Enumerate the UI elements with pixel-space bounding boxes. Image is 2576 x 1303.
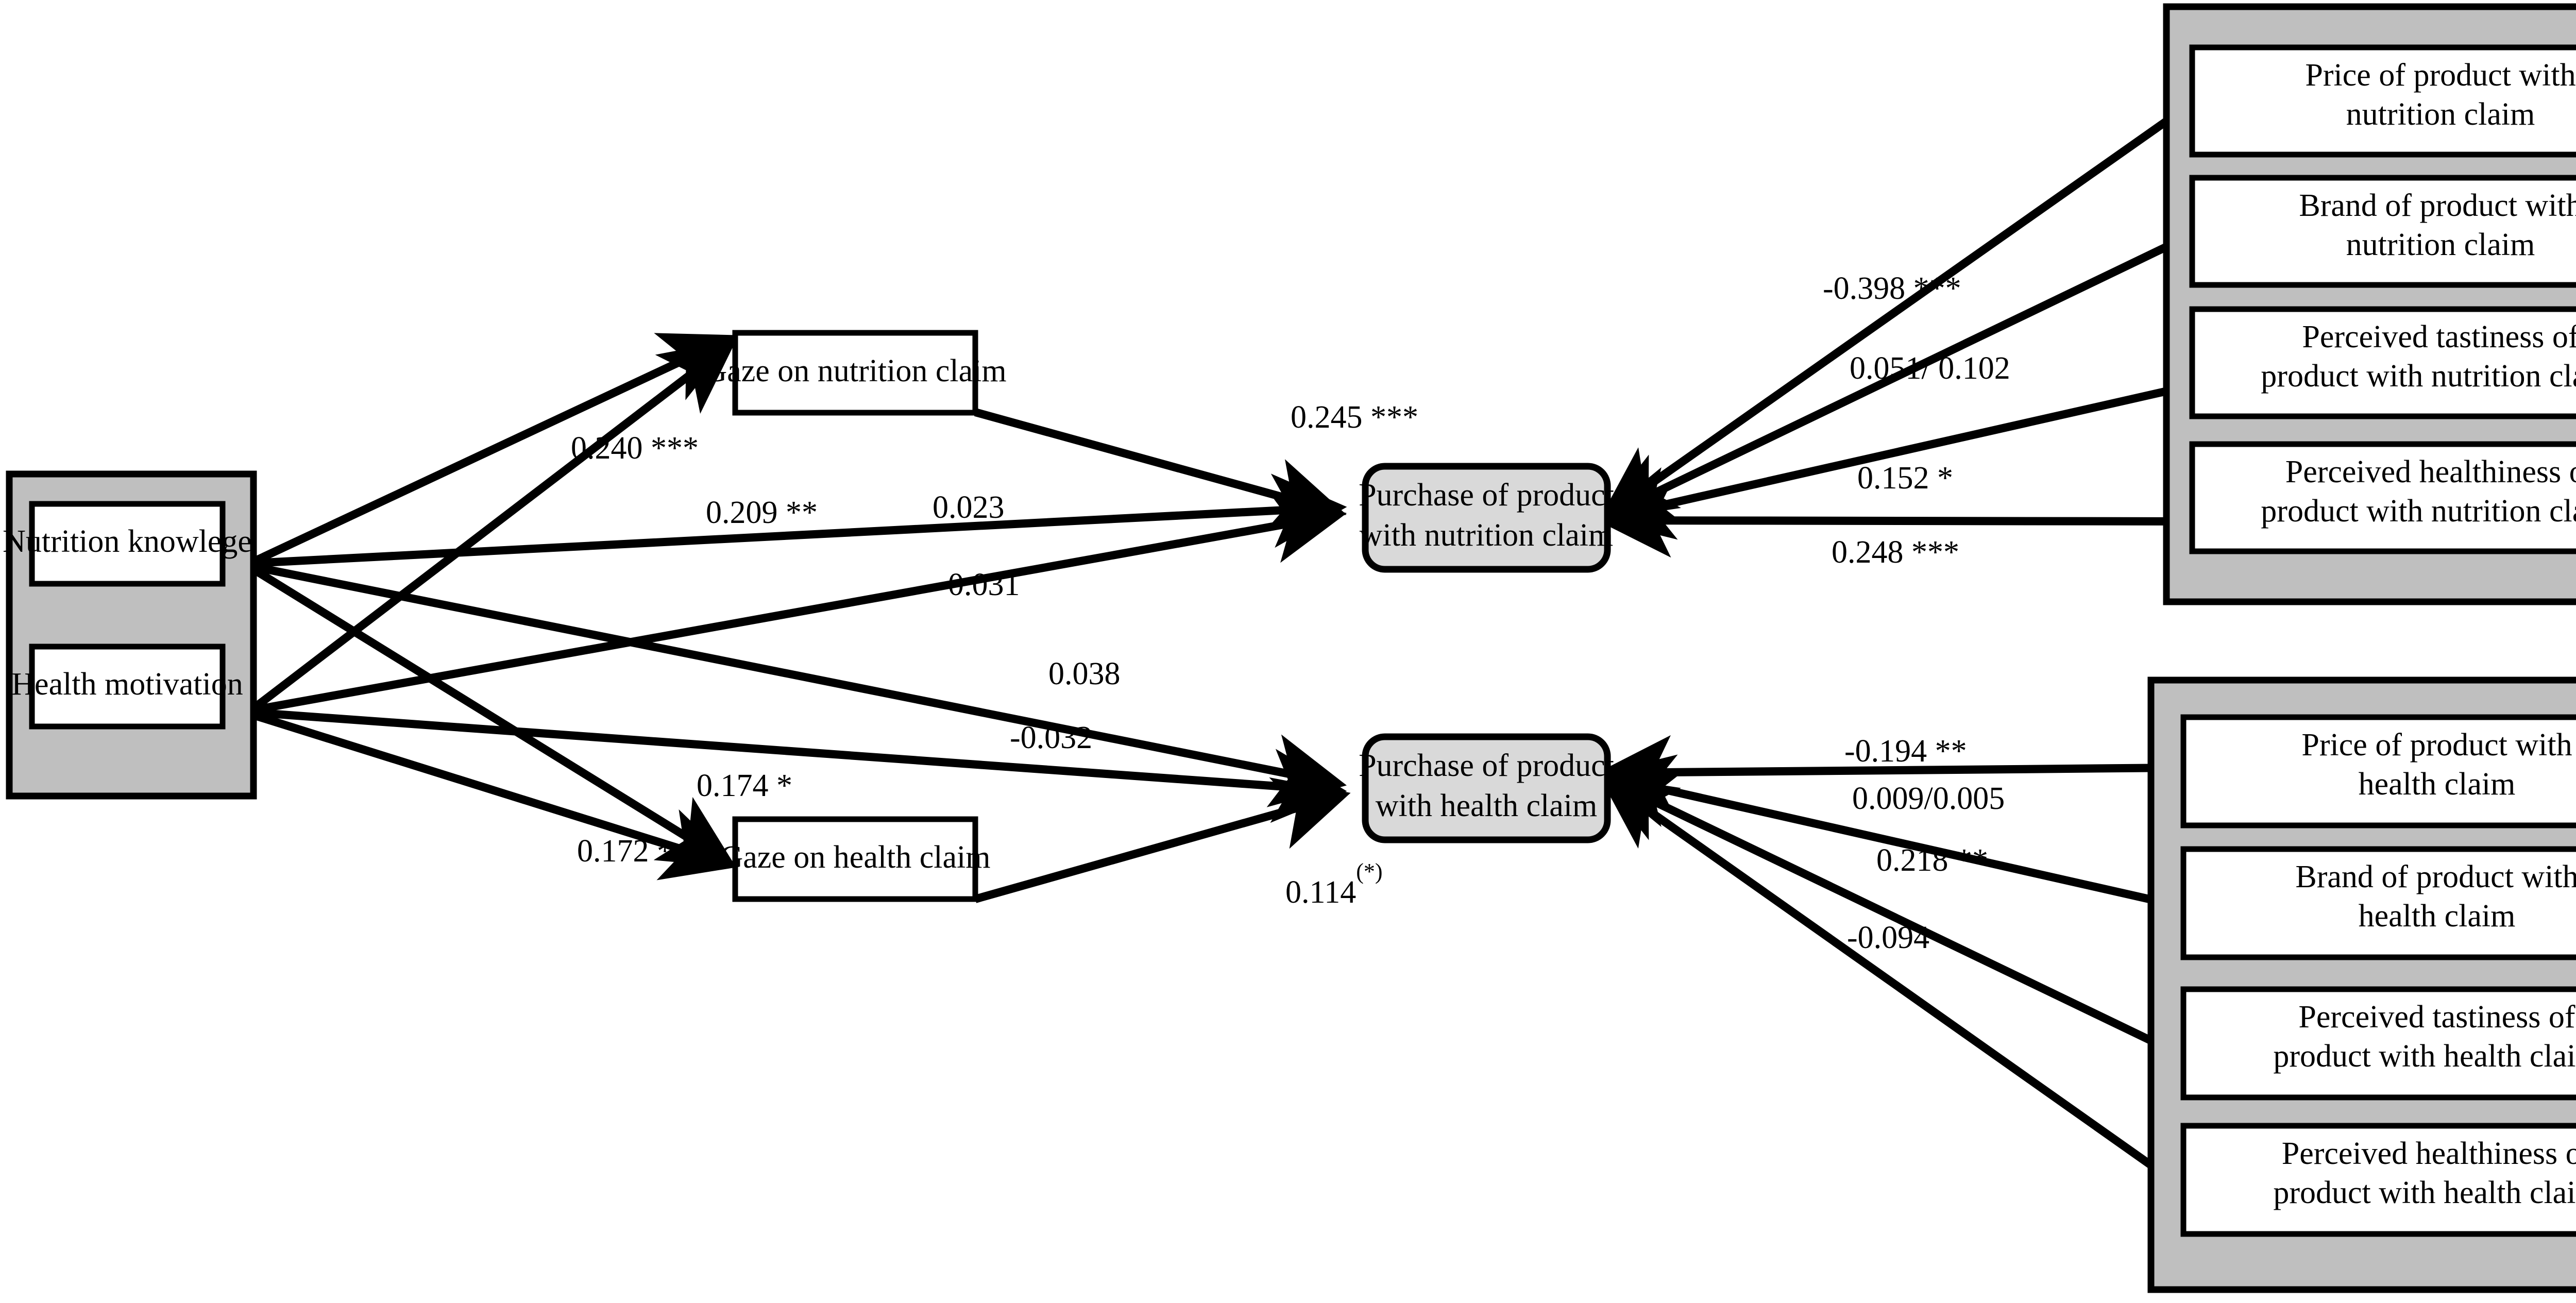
node-healthiness-nutrition[interactable] (2189, 441, 2576, 554)
coef-hm-gaze-health: 0.172 * (577, 834, 673, 869)
edge-health-motivation-to-purchase-nutrition (252, 489, 1347, 714)
edge-nutrition-knowledge-to-purchase-nutrition (253, 473, 1347, 567)
edge-gaze-nutrition-to-purchase-nutrition (974, 408, 1347, 531)
edge-tastiness-health-to-purchase-health (1598, 773, 2185, 1060)
edge-healthiness-health-to-purchase-health (1599, 775, 2196, 1199)
node-healthiness-nutrition-line2: product with nutrition claim (2261, 494, 2576, 529)
edge-health-motivation-to-gaze-nutrition (251, 339, 737, 712)
coef-nk-purchase-health: 0.038 (1048, 656, 1121, 691)
edge-nutrition-knowledge-to-purchase-health (252, 563, 1347, 807)
outcome-nodes: Purchase of product with nutrition claim… (1359, 463, 1614, 843)
health-indicator-group: Price of product with health claim Brand… (2147, 676, 2576, 1293)
coef-brand-nutrition: 0.051/ 0.102 (1850, 351, 2010, 386)
node-healthiness-health[interactable] (2180, 1123, 2576, 1237)
coef-nk-gaze-nutrition: 0.240 *** (571, 431, 699, 466)
coef-healthiness-health: -0.094 (1847, 920, 1929, 955)
node-purchase-health-line1: Purchase of product (1359, 748, 1614, 783)
coefficient-labels: 0.240 *** 0.209 ** 0.023 0.031 0.038 -0.… (571, 271, 2010, 955)
coef-price-nutrition: -0.398 *** (1823, 271, 1961, 306)
node-purchase-health-line2: with health claim (1376, 788, 1597, 823)
node-healthiness-health-line2: product with health claim (2273, 1175, 2576, 1210)
node-healthiness-nutrition-line1: Perceived healthiness of (2285, 454, 2576, 489)
node-price-nutrition-line2: nutrition claim (2346, 97, 2535, 132)
edge-nutrition-knowledge-to-gaze-nutrition (251, 333, 737, 566)
node-tastiness-nutrition-line2: product with nutrition claim (2261, 359, 2576, 394)
node-price-health-line2: health claim (2359, 767, 2516, 802)
node-brand-nutrition[interactable] (2189, 175, 2576, 288)
node-nutrition-knowledge-label: Nutrition knowlege (3, 524, 252, 559)
edge-price-health-to-purchase-health (1597, 735, 2184, 809)
node-price-nutrition-line1: Price of product with (2305, 58, 2575, 93)
edge-nutrition-knowledge-to-gaze-health (251, 566, 737, 868)
edge-healthiness-nutrition-to-purchase-nutrition (1597, 483, 2193, 558)
coef-price-health: -0.194 ** (1844, 734, 1967, 769)
node-nutrition-knowledge[interactable] (29, 501, 226, 587)
node-purchase-nutrition-line1: Purchase of product (1359, 478, 1614, 513)
node-brand-health[interactable] (2180, 846, 2576, 960)
node-healthiness-health-line1: Perceived healthiness of (2282, 1136, 2576, 1171)
node-purchase-nutrition-line2: with nutrition claim (1360, 518, 1614, 553)
node-purchase-nutrition[interactable] (1362, 463, 1611, 573)
node-brand-nutrition-line1: Brand of product with (2299, 188, 2576, 223)
coef-hm-gaze-nutrition: 0.209 ** (706, 495, 818, 530)
edge-price-nutrition-to-purchase-nutrition (1599, 99, 2195, 520)
coef-gaze-health-purchase: 0.114(*) (1285, 859, 1383, 910)
coef-nk-purchase-nutrition: 0.023 (933, 490, 1005, 525)
edge-brand-nutrition-to-purchase-nutrition (1598, 230, 2194, 522)
node-brand-health-line2: health claim (2359, 899, 2516, 934)
coef-brand-health: 0.009/0.005 (1852, 781, 2005, 816)
edge-tastiness-nutrition-to-purchase-nutrition (1597, 381, 2193, 540)
node-tastiness-health-line1: Perceived tastiness of (2298, 1000, 2575, 1035)
coef-nk-gaze-health: 0.174 * (697, 768, 792, 803)
mediator-nodes: Gaze on nutrition claim Gaze on health c… (704, 330, 1007, 902)
coef-gaze-nutrition-purchase: 0.245 *** (1291, 400, 1418, 435)
node-gaze-health[interactable] (732, 816, 978, 902)
node-gaze-health-label: Gaze on health claim (720, 840, 990, 875)
nutrition-indicator-group: Price of product with nutrition claim Br… (2163, 3, 2576, 605)
node-price-health[interactable] (2180, 714, 2576, 828)
node-price-nutrition[interactable] (2189, 44, 2576, 158)
edge-brand-health-to-purchase-health (1597, 754, 2184, 911)
coef-tastiness-nutrition: 0.152 * (1857, 461, 1953, 496)
predictors-group: Nutrition knowlege Health motivation (3, 470, 257, 800)
node-health-motivation[interactable] (29, 644, 226, 730)
node-tastiness-nutrition-line1: Perceived tastiness of (2302, 319, 2576, 354)
node-gaze-nutrition-label: Gaze on nutrition claim (704, 353, 1006, 388)
coef-tastiness-health: 0.218 ** (1876, 843, 1988, 878)
node-tastiness-health-line2: product with health claim (2273, 1039, 2576, 1074)
node-gaze-nutrition[interactable] (732, 330, 978, 416)
node-price-health-line1: Price of product with (2301, 727, 2572, 763)
node-tastiness-nutrition[interactable] (2189, 306, 2576, 419)
coef-hm-purchase-nutrition: 0.031 (948, 567, 1020, 602)
edge-gaze-health-to-purchase-health (974, 777, 1351, 903)
path-edges (251, 99, 2196, 1199)
edge-health-motivation-to-purchase-health (253, 708, 1347, 823)
edge-health-motivation-to-gaze-health (252, 711, 739, 881)
node-purchase-health[interactable] (1362, 733, 1611, 843)
node-brand-health-line1: Brand of product with (2295, 859, 2576, 894)
node-tastiness-health[interactable] (2180, 986, 2576, 1101)
coef-hm-purchase-health: -0.032 (1010, 720, 1092, 755)
node-health-motivation-label: Health motivation (11, 667, 243, 702)
coef-healthiness-nutrition: 0.248 *** (1832, 535, 1959, 570)
node-brand-nutrition-line2: nutrition claim (2346, 227, 2535, 262)
